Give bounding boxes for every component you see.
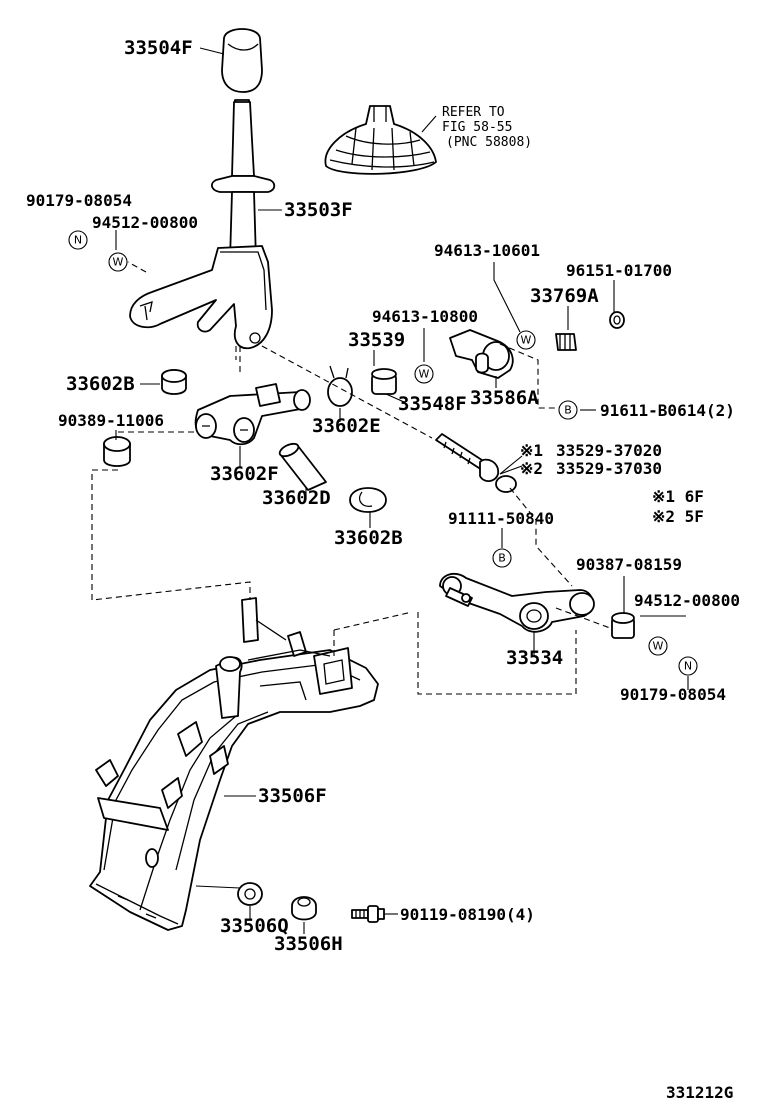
refer-line-1: REFER TO bbox=[442, 105, 505, 120]
label-33506q: 33506Q bbox=[220, 915, 289, 937]
shift-knob-part bbox=[221, 28, 263, 93]
label-96151-01700: 96151-01700 bbox=[566, 261, 672, 280]
label-90387-08159: 90387-08159 bbox=[576, 555, 682, 574]
collar-33602b-top-part bbox=[161, 369, 187, 395]
label-90179-08054-top: 90179-08054 bbox=[26, 191, 132, 210]
label-33534: 33534 bbox=[506, 647, 563, 669]
lever-bracket-part bbox=[129, 245, 273, 350]
symbol-n-bottom: N bbox=[678, 656, 698, 676]
note-mark-1: ※1 bbox=[520, 441, 543, 460]
collar-33602b-bottom-part bbox=[349, 487, 387, 513]
lever-33534-part bbox=[439, 572, 595, 633]
note-mark-2: ※2 bbox=[520, 459, 543, 478]
bushing-90389-part bbox=[103, 436, 131, 467]
symbol-b-2-text: B bbox=[498, 552, 506, 565]
symbol-w-top-text: W bbox=[113, 256, 124, 269]
label-33602e: 33602E bbox=[312, 415, 381, 437]
label-91111-50840: 91111-50840 bbox=[448, 509, 554, 528]
clip-96151-part bbox=[609, 311, 625, 329]
shift-base-bracket-part bbox=[89, 597, 379, 931]
label-33529-37020: 33529-37020 bbox=[556, 441, 662, 460]
label-90179-08054-bottom: 90179-08054 bbox=[620, 685, 726, 704]
label-33548f: 33548F bbox=[398, 393, 467, 415]
label-33504f: 33504F bbox=[124, 37, 193, 59]
refer-line-2: FIG 58-55 bbox=[442, 120, 512, 135]
label-33586a: 33586A bbox=[470, 387, 539, 409]
symbol-n-top: N bbox=[68, 230, 88, 250]
label-33529-37030: 33529-37030 bbox=[556, 459, 662, 478]
spring-33769a-part bbox=[555, 333, 577, 351]
leader-lines bbox=[115, 47, 689, 934]
label-33539: 33539 bbox=[348, 329, 405, 351]
symbol-w-3-text: W bbox=[419, 368, 430, 381]
symbol-w-bottom: W bbox=[648, 636, 668, 656]
label-33506h: 33506H bbox=[274, 933, 343, 955]
bushing-90387-part bbox=[611, 612, 635, 639]
shift-boot-part bbox=[324, 105, 437, 175]
bushing-33539-part bbox=[371, 368, 397, 395]
symbol-w-94613-10800: W bbox=[414, 364, 434, 384]
symbol-n-top-text: N bbox=[74, 234, 82, 247]
note-1: ※1 6F bbox=[652, 487, 704, 506]
symbol-b-91611: B bbox=[558, 400, 578, 420]
label-94613-10800: 94613-10800 bbox=[372, 307, 478, 326]
label-94512-00800-bottom: 94512-00800 bbox=[634, 591, 740, 610]
pin-33602d-part bbox=[278, 442, 327, 491]
symbol-w-94613-10601: W bbox=[516, 330, 536, 350]
figure-code: 331212G bbox=[666, 1083, 733, 1102]
label-90119-08190: 90119-08190(4) bbox=[400, 905, 535, 924]
label-91611-b0614: 91611-B0614(2) bbox=[600, 401, 735, 420]
label-33602b-top: 33602B bbox=[66, 373, 135, 395]
bolt-33529-part bbox=[435, 433, 517, 493]
symbol-b-1-text: B bbox=[564, 404, 572, 417]
symbol-w-2-text: W bbox=[521, 334, 532, 347]
label-90389-11006: 90389-11006 bbox=[58, 411, 164, 430]
symbol-w-top: W bbox=[108, 252, 128, 272]
label-94512-00800-top: 94512-00800 bbox=[92, 213, 198, 232]
symbol-b-91111: B bbox=[492, 548, 512, 568]
label-33602b-bottom: 33602B bbox=[334, 527, 403, 549]
bushing-33506q-part bbox=[237, 882, 263, 906]
note-2: ※2 5F bbox=[652, 507, 704, 526]
refer-line-3: (PNC 58808) bbox=[446, 135, 532, 150]
label-33506f: 33506F bbox=[258, 785, 327, 807]
lever-33586a-part bbox=[449, 329, 514, 379]
label-33602f: 33602F bbox=[210, 463, 279, 485]
bushing-33506h-part bbox=[291, 896, 317, 921]
clip-33602e-part bbox=[327, 365, 353, 407]
label-33769a: 33769A bbox=[530, 285, 599, 307]
symbol-w-4-text: W bbox=[653, 640, 664, 653]
label-94613-10601: 94613-10601 bbox=[434, 241, 540, 260]
label-33602d: 33602D bbox=[262, 487, 331, 509]
selector-shaft-part bbox=[194, 383, 311, 446]
bolt-90119-part bbox=[351, 905, 385, 923]
assembly-guide-lines bbox=[91, 261, 611, 695]
symbol-n-bottom-text: N bbox=[684, 660, 692, 673]
shift-lever-part bbox=[211, 99, 276, 261]
label-33503f: 33503F bbox=[284, 199, 353, 221]
